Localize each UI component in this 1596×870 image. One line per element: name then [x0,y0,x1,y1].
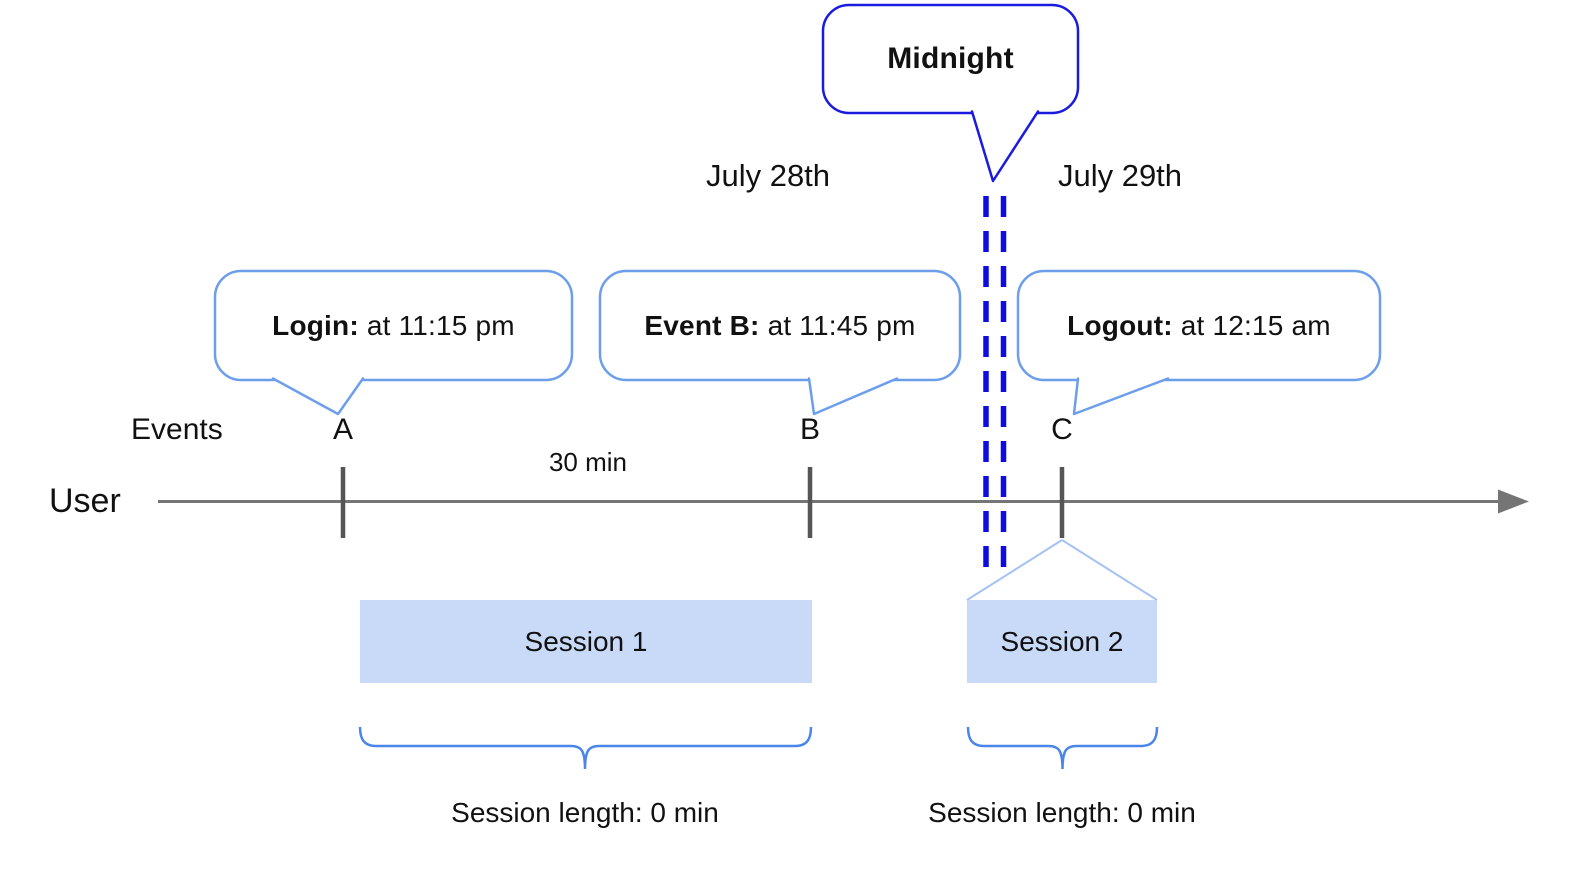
event-b-callout-tail [807,377,899,416]
login-callout-bubble [213,269,574,382]
login-label: Login: [272,309,359,341]
user-row-label: User [49,482,121,520]
logout-callout-text: Logout: at 12:15 am [1018,271,1380,380]
events-label: Events [131,413,223,446]
session-1-box [360,600,812,683]
logout-time: at 12:15 am [1172,309,1331,341]
login-time: at 11:15 pm [358,309,515,341]
tick-c-session-connector [966,539,1158,601]
tick-a-label: A [332,413,354,446]
event-b-label: Event B: [644,309,760,341]
interval-label: 30 min [548,447,628,477]
login-callout-text: Login: at 11:15 pm [215,271,572,380]
tick-c-label: C [1051,413,1073,446]
session-2-name: Session 2 [1000,625,1124,657]
midnight-label: Midnight [887,42,1014,75]
event-b-time: at 11:45 pm [759,309,916,341]
logout-label: Logout: [1067,309,1173,341]
tick-b-label: B [799,413,821,446]
session-2-brace [966,726,1159,770]
midnight-callout-bubble [821,3,1080,115]
logout-callout-tail [1072,377,1170,416]
date-left-label: July 28th [705,158,831,193]
login-callout-tail [271,377,365,416]
midnight-callout-tail [970,110,1040,183]
session-1-name: Session 1 [524,625,648,657]
session-1-length-label: Session length: 0 min [451,797,719,828]
midnight-callout-text: Midnight [823,5,1078,113]
event-b-callout-bubble [598,269,962,382]
session-2-length-label: Session length: 0 min [928,797,1196,828]
date-right-label: July 29th [1057,158,1183,193]
session-2-box [967,600,1157,683]
session-1-brace [358,726,813,770]
event-b-callout-text: Event B: at 11:45 pm [600,271,960,380]
timeline-arrowhead-icon [1498,489,1529,514]
logout-callout-bubble [1016,269,1382,382]
